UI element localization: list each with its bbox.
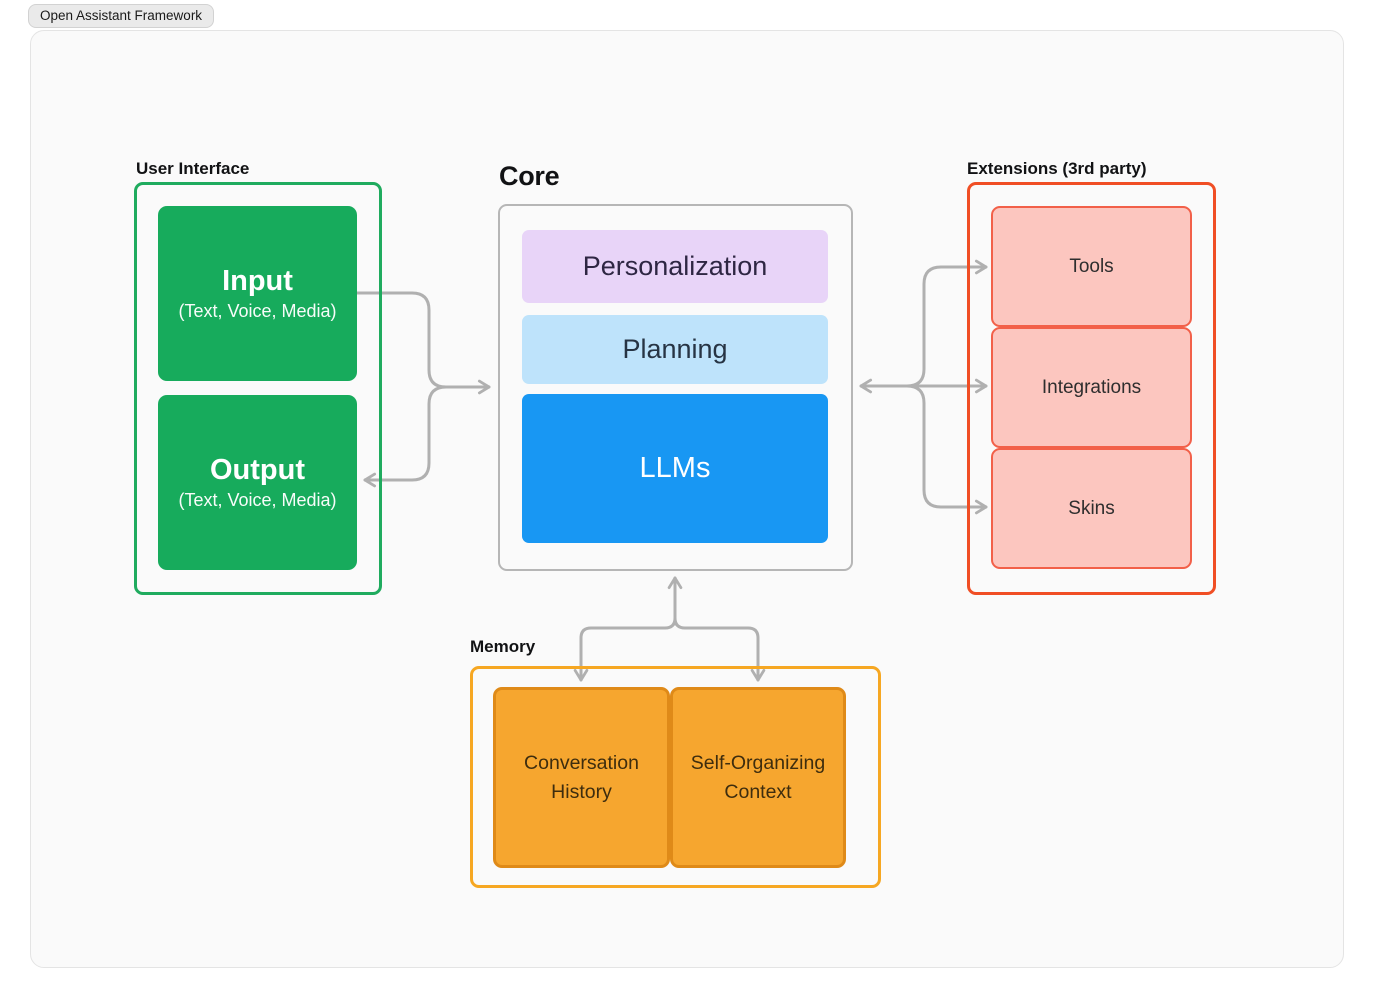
personalization-label: Personalization <box>582 251 768 281</box>
self-organizing-context-label: Self-Organizing Context <box>690 752 826 803</box>
tools-node[interactable]: Tools <box>991 206 1192 327</box>
llms-node[interactable]: LLMs <box>522 394 828 543</box>
personalization-node[interactable]: Personalization <box>522 230 828 303</box>
document-tab-label: Open Assistant Framework <box>40 8 203 23</box>
user-interface-group[interactable] <box>134 182 382 595</box>
input-node-subtitle: (Text, Voice, Media) <box>178 300 337 321</box>
skins-label: Skins <box>1068 497 1115 519</box>
output-node-subtitle: (Text, Voice, Media) <box>178 489 337 510</box>
input-node[interactable]: Input (Text, Voice, Media) <box>158 206 357 381</box>
skins-node[interactable]: Skins <box>991 448 1192 569</box>
input-node-title: Input <box>222 265 293 298</box>
extensions-group[interactable] <box>967 182 1216 595</box>
core-group[interactable] <box>498 204 853 571</box>
user-interface-title: User Interface <box>136 159 250 178</box>
output-node-title: Output <box>209 454 305 487</box>
integrations-node[interactable]: Integrations <box>991 327 1192 448</box>
llms-label: LLMs <box>639 452 711 484</box>
planning-node[interactable]: Planning <box>522 315 828 384</box>
extensions-title: Extensions (3rd party) <box>967 159 1147 178</box>
conversation-history-label: Conversation History <box>524 752 639 803</box>
conversation-history-node[interactable]: Conversation History <box>493 687 670 868</box>
output-node[interactable]: Output (Text, Voice, Media) <box>158 395 357 570</box>
integrations-label: Integrations <box>1041 376 1142 398</box>
memory-title: Memory <box>470 637 536 656</box>
self-organizing-context-node[interactable]: Self-Organizing Context <box>670 687 846 868</box>
core-title: Core <box>499 161 560 191</box>
memory-group[interactable] <box>470 666 881 888</box>
tools-label: Tools <box>1069 255 1114 277</box>
planning-label: Planning <box>622 334 728 364</box>
document-tab[interactable]: Open Assistant Framework <box>28 4 215 28</box>
